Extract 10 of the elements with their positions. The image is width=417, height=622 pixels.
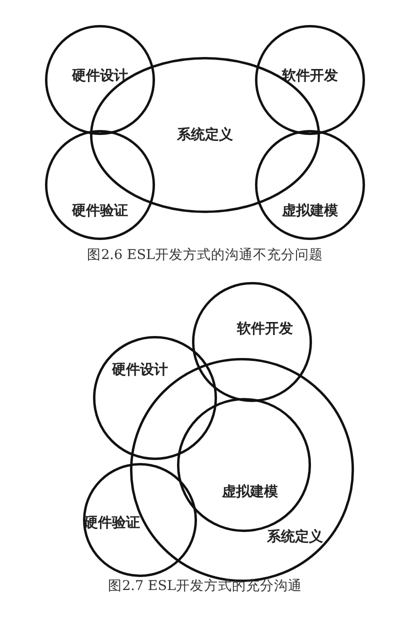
circle-label: 软件开发: [237, 320, 293, 338]
circle-label: 硬件设计: [112, 361, 168, 379]
figure-caption: 图2.7 ESL开发方式的充分沟通: [108, 577, 302, 595]
circle-label: 系统定义: [177, 126, 233, 144]
figure-caption: 图2.6 ESL开发方式的沟通不充分问题: [87, 246, 323, 264]
circle-label: 硬件验证: [72, 202, 128, 220]
circle-label: 系统定义: [267, 528, 323, 546]
circle-label: 虚拟建模: [222, 483, 278, 501]
circle-label: 硬件设计: [72, 67, 128, 85]
circle-label: 虚拟建模: [282, 202, 338, 220]
